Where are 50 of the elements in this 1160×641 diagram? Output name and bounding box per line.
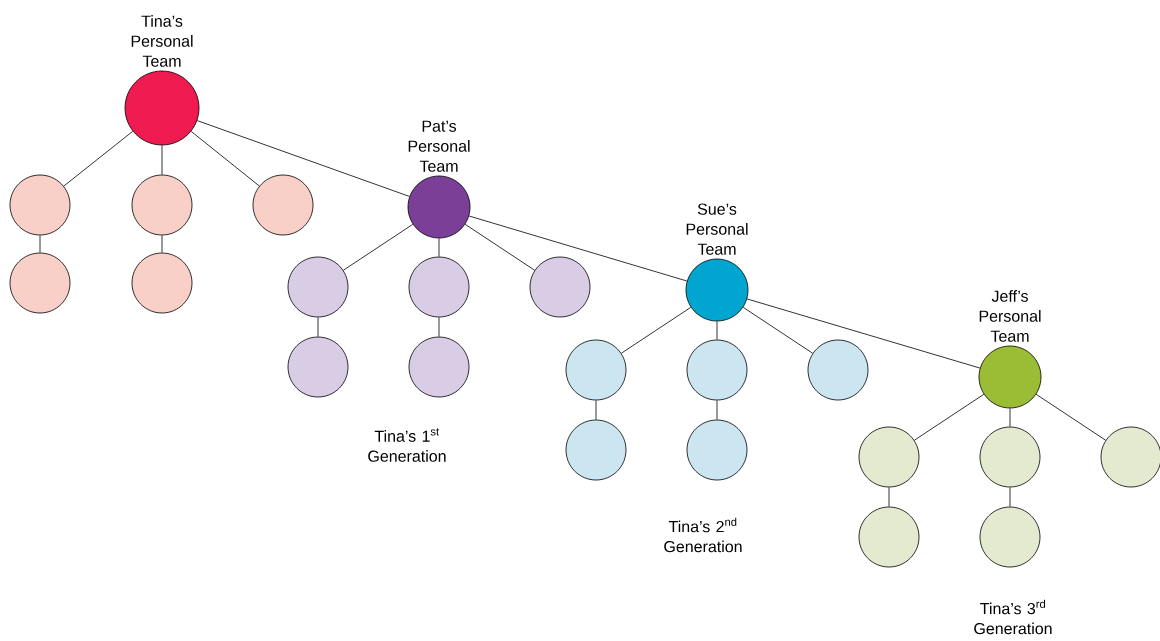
connector-line bbox=[438, 317, 440, 337]
member-circle bbox=[9, 174, 71, 236]
connector-line bbox=[716, 400, 718, 420]
member-circle bbox=[408, 336, 470, 398]
generation-label: Tina’s 1$^{st}$ Generation bbox=[368, 428, 446, 462]
connector-line bbox=[1009, 487, 1011, 507]
team-name: Pat’s Personal Team bbox=[408, 120, 470, 172]
member-circle bbox=[408, 256, 470, 318]
member-circle bbox=[9, 252, 71, 314]
connector-line bbox=[1035, 393, 1107, 441]
member-circle bbox=[131, 174, 193, 236]
connector-line bbox=[161, 235, 163, 253]
connector-line bbox=[1009, 408, 1011, 427]
member-circle bbox=[287, 336, 349, 398]
generation-label: Tina’s 2$^{nd}$ Generation bbox=[664, 517, 742, 553]
member-circle bbox=[686, 339, 748, 401]
connector-line bbox=[913, 393, 985, 441]
connector-line bbox=[39, 235, 41, 253]
member-circle bbox=[686, 419, 748, 481]
member-circle bbox=[858, 506, 920, 568]
member-circle bbox=[979, 506, 1041, 568]
member-circle bbox=[1100, 426, 1160, 488]
team-name: Jeff’s Personal Team bbox=[979, 290, 1041, 342]
connector-line bbox=[716, 321, 718, 340]
connector-line bbox=[888, 487, 890, 507]
member-circle bbox=[565, 419, 627, 481]
connector-line bbox=[468, 215, 688, 282]
member-circle bbox=[565, 339, 627, 401]
team-name: Tina’s Personal Team bbox=[131, 15, 193, 67]
connector-line bbox=[595, 400, 597, 420]
connector-line bbox=[342, 223, 414, 271]
connector-line bbox=[190, 131, 260, 187]
member-circle bbox=[287, 256, 349, 318]
connector-line bbox=[196, 120, 410, 197]
member-circle bbox=[807, 339, 869, 401]
member-circle bbox=[131, 252, 193, 314]
connector-line bbox=[464, 223, 536, 271]
member-circle bbox=[252, 174, 314, 236]
connector-line bbox=[63, 130, 134, 187]
member-circle bbox=[529, 256, 591, 318]
connector-line bbox=[161, 145, 163, 175]
connector-line bbox=[746, 298, 981, 369]
member-circle bbox=[979, 426, 1041, 488]
team-name: Sue’s Personal Team bbox=[686, 203, 748, 255]
connector-line bbox=[620, 306, 692, 354]
connector-line bbox=[742, 306, 814, 354]
member-circle bbox=[858, 426, 920, 488]
connector-line bbox=[317, 317, 319, 337]
generation-label: Tina’s 3$^{rd}$ Generation bbox=[974, 599, 1052, 635]
connector-line bbox=[438, 238, 440, 257]
